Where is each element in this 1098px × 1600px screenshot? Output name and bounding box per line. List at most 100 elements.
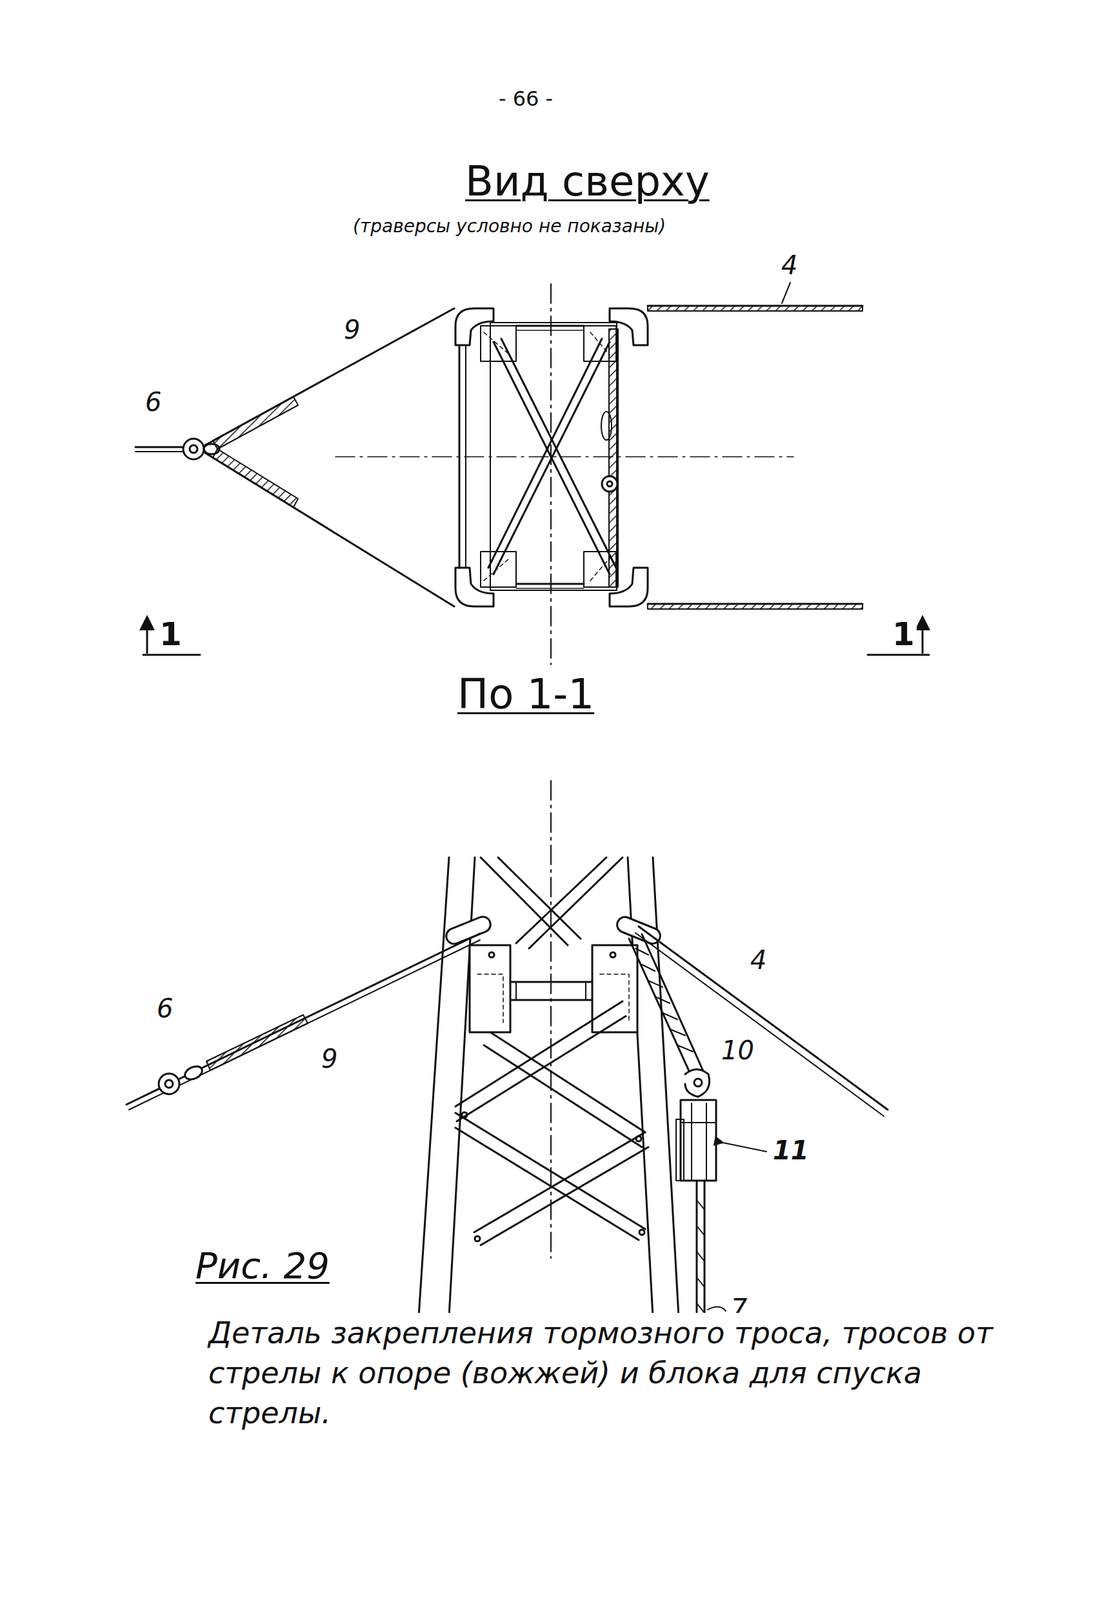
sling-10	[628, 938, 689, 1071]
corner-caps	[455, 567, 494, 607]
guy-rope-9-section	[129, 939, 480, 1110]
upper-bracing	[480, 857, 623, 949]
tower-plan	[516, 583, 584, 586]
callout-number: 4	[748, 945, 769, 975]
sling-10	[641, 934, 704, 1071]
leg-caps	[443, 914, 493, 946]
brake-rope-4-plan	[647, 282, 863, 609]
rope-7	[696, 1180, 726, 1320]
leg-cable-right	[601, 476, 618, 492]
tower-plan	[480, 322, 617, 591]
callout-number: 11	[770, 1135, 811, 1166]
corner-caps	[455, 308, 494, 346]
callout-number: 9	[341, 314, 362, 345]
leg-caps	[614, 914, 663, 946]
leg-cable-left	[459, 345, 466, 568]
lower-bracing	[461, 1112, 468, 1118]
callout-number: 6	[143, 387, 164, 417]
hook	[685, 1069, 710, 1098]
figure-caption: Деталь закрепления тормозного троса, тро…	[206, 1312, 998, 1433]
brake-rope-4-plan	[647, 603, 863, 609]
callout-number: 4	[779, 250, 800, 280]
lower-bracing	[474, 1236, 480, 1242]
leg-cable-right	[608, 329, 619, 588]
section-marks	[146, 622, 149, 653]
page-number: - 66 -	[496, 87, 555, 111]
center-axis	[550, 283, 552, 665]
tower-plan	[483, 332, 610, 581]
guy-ropes-9-plan	[135, 308, 455, 607]
gusset-plates	[469, 945, 511, 1033]
guy-rope-9-section	[126, 933, 480, 1105]
lower-bracing	[636, 1136, 642, 1142]
block-11	[680, 1099, 717, 1181]
upper-bracing	[480, 857, 568, 946]
section-marks	[921, 622, 924, 653]
sling-10	[628, 934, 704, 1071]
callout-number: 10	[719, 1035, 757, 1066]
guy-rope-9-section	[183, 1063, 205, 1082]
block-11	[690, 1103, 693, 1181]
gusset-plates	[489, 952, 495, 958]
brake-rope-4-plan	[781, 282, 791, 304]
leg-cable-right	[601, 329, 619, 588]
tower-plan	[493, 341, 610, 575]
gusset-plates	[477, 974, 629, 1023]
gusset-plates	[516, 981, 586, 1000]
section-marks	[143, 622, 929, 655]
guy-ropes-9-plan	[212, 396, 299, 450]
lower-bracing	[455, 1127, 639, 1240]
upper-bracing	[516, 857, 607, 944]
leg-cable-right	[601, 411, 612, 440]
section-heading: По 1-1	[455, 670, 597, 719]
brake-rope-4-section	[635, 926, 888, 1117]
gusset-plates	[469, 945, 638, 1033]
leg-cable-left	[465, 345, 467, 568]
gusset-plates	[610, 952, 616, 958]
brake-rope-4-plan	[647, 305, 863, 311]
upper-bracing	[498, 857, 581, 939]
sling-10	[635, 948, 693, 1052]
lower-bracing	[490, 1032, 646, 1133]
gusset-plates	[592, 945, 638, 1033]
callout-number: 6	[154, 993, 175, 1024]
guy-rope-9-section	[126, 933, 480, 1110]
tower-plan	[488, 338, 602, 568]
tower-plan	[516, 329, 584, 331]
hook	[694, 1078, 702, 1087]
lower-bracing	[474, 1132, 646, 1233]
guy-ropes-9-plan	[212, 449, 299, 508]
tower-plan	[516, 587, 584, 589]
section-mark: 1	[157, 616, 184, 654]
rope-7	[703, 1180, 706, 1320]
guy-ropes-9-plan	[135, 446, 184, 449]
section-marks	[867, 654, 929, 657]
rope-7	[707, 1306, 726, 1311]
block-11	[676, 1099, 767, 1181]
tower-plan	[490, 322, 617, 591]
tower-legs	[418, 857, 450, 1317]
center-axis	[335, 456, 794, 458]
tower-plan	[493, 341, 610, 575]
guy-ropes-9-plan	[183, 438, 204, 460]
figure-number: Рис. 29	[193, 1245, 332, 1287]
leg-cable-right	[607, 481, 613, 487]
brake-rope-4-section	[635, 932, 884, 1117]
tower-plan	[480, 551, 517, 588]
section-marks	[143, 654, 200, 657]
lower-bracing	[455, 1001, 649, 1246]
lower-bracing	[455, 1001, 623, 1107]
view-note: (траверсы условно не показаны)	[350, 216, 668, 237]
lower-bracing	[483, 1045, 642, 1148]
guy-ropes-9-plan	[189, 445, 198, 453]
guy-rope-9-section	[206, 1014, 308, 1071]
block-11	[719, 1141, 767, 1152]
tower-plan	[501, 338, 617, 568]
upper-bracing	[529, 857, 623, 949]
view-title: Вид сверху	[463, 158, 712, 206]
tower-plan	[516, 325, 584, 328]
lower-bracing	[639, 1229, 645, 1235]
hook	[685, 1069, 710, 1098]
guy-rope-9-section	[158, 1073, 180, 1095]
